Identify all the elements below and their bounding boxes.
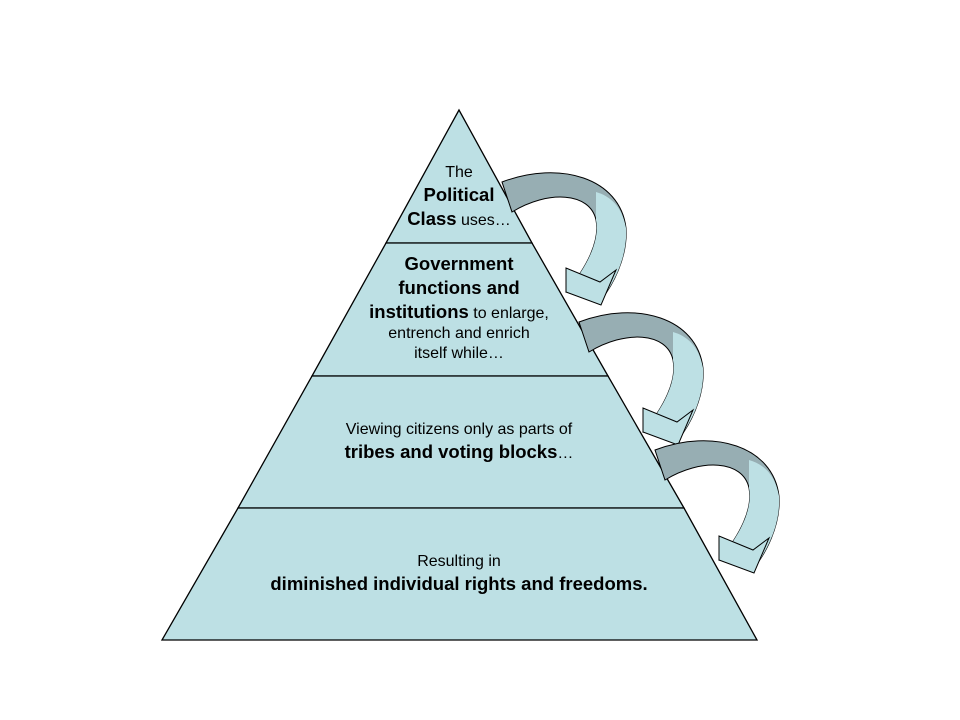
layer-text-line: institutions to enlarge, <box>309 300 609 324</box>
arrow-inner-face <box>566 192 627 300</box>
bold-text: diminished individual rights and freedom… <box>270 573 648 594</box>
bold-text: Class <box>407 208 457 229</box>
plain-text: Viewing citizens only as parts of <box>345 421 573 438</box>
layer-text-line: The <box>359 163 559 183</box>
bold-text: Political <box>423 184 495 205</box>
bold-text: functions and <box>398 277 520 298</box>
pyramid-layer-4 <box>160 507 759 641</box>
layer-text-line: entrench and enrich <box>309 324 609 344</box>
arrow-layer-3-to-4 <box>654 440 780 574</box>
layer-text-line: diminished individual rights and freedom… <box>189 572 729 596</box>
layer-3-text: Viewing citizens only as parts of tribes … <box>259 420 659 464</box>
layer-text-line: Resulting in <box>189 552 729 572</box>
layer-text-line: Government <box>309 252 609 276</box>
plain-text: itself while… <box>414 345 504 362</box>
arrow-layer-1-to-2 <box>501 172 627 306</box>
bold-text: tribes and voting blocks <box>344 441 558 462</box>
arrow-head <box>565 267 618 306</box>
plain-text: … <box>557 445 574 462</box>
bold-text: institutions <box>369 301 469 322</box>
plain-text: entrench and enrich <box>388 325 530 342</box>
plain-text: Resulting in <box>417 553 501 570</box>
plain-text: uses… <box>456 212 511 229</box>
layer-text-line: Political <box>359 183 559 207</box>
plain-text: to enlarge, <box>468 305 549 322</box>
arrow-layer-2-to-3 <box>578 312 704 446</box>
arrow-inner-face <box>643 332 704 440</box>
layer-text-line: Class uses… <box>359 207 559 231</box>
layer-text-line: tribes and voting blocks… <box>259 440 659 464</box>
plain-text: The <box>445 164 473 181</box>
arrow-head <box>718 535 771 574</box>
arrow-inner-face <box>719 460 780 568</box>
layer-4-text: Resulting in diminished individual rights… <box>189 552 729 596</box>
arrow-head <box>642 407 695 446</box>
layer-text-line: Viewing citizens only as parts of <box>259 420 659 440</box>
bold-text: Government <box>404 253 514 274</box>
layer-text-line: itself while… <box>309 344 609 364</box>
layer-text-line: functions and <box>309 276 609 300</box>
